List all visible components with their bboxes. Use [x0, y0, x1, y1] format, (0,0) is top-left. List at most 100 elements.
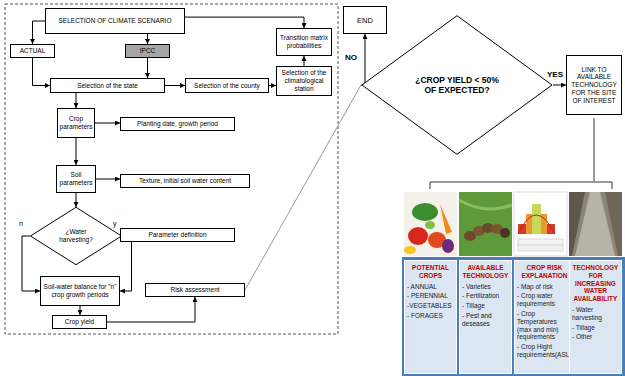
process-box: Selection of the climatological station [276, 66, 332, 96]
terminal-box: END [343, 6, 387, 34]
pea [425, 221, 435, 229]
flow-connector [76, 93, 77, 108]
list-item: - Crop Hight requirements(ASL) [517, 343, 572, 359]
node-text: Soil-water balance for "n" crop growth p… [43, 283, 117, 299]
process-box: Parameter definition [120, 228, 235, 242]
flow-connector [95, 123, 120, 124]
lettuce [412, 203, 438, 221]
process-box: Soil-water balance for "n" crop growth p… [40, 276, 120, 306]
list-item: - Water harvesting [572, 306, 619, 322]
caterpillar-picture [459, 192, 512, 256]
list-item: -VEGETABLES [407, 302, 454, 310]
caterpillar-head [500, 228, 510, 238]
list-item: - Fertilization [462, 292, 509, 300]
node-text: ¿Water harvesting? [56, 228, 96, 244]
flow-connector [245, 85, 361, 290]
node-text: Selection of the county [194, 82, 260, 90]
water-channel-picture [569, 192, 622, 256]
flow-connector [76, 138, 77, 165]
process-box: ACTUAL [10, 44, 55, 58]
list-item: - Tillage [462, 302, 509, 310]
list-item: - ANNUAL [407, 283, 454, 291]
list-item: - FORAGES [407, 312, 454, 320]
decision-diamond: ¿CROP YIELD < 50% OF EXPECTED? [361, 15, 553, 155]
flow-connector [120, 242, 132, 291]
flow-connector [33, 21, 46, 44]
risk-chart-picture [514, 192, 567, 256]
flow-connector [165, 85, 185, 86]
flow-connector [80, 306, 81, 315]
dashed-region [5, 4, 338, 334]
process-box: Crop parameters [57, 108, 95, 138]
channel-wall [569, 192, 585, 256]
process-box: Soil parameters [56, 165, 96, 193]
list-item: - Map of risk [517, 283, 572, 291]
leaf-vein [459, 200, 512, 209]
flow-connector [107, 297, 195, 322]
node-text: Crop parameters [60, 115, 93, 131]
technology-column: AVAILABLE TECHNOLOGY - Varieties- Fertili… [459, 260, 512, 374]
node-text: Parameter definition [148, 231, 206, 239]
bell-curve [518, 215, 555, 234]
list-item: - Varieties [462, 283, 509, 291]
process-box: Selection of the state [50, 78, 165, 93]
technology-column: POTENTIAL CROPS - ANNUAL- PERENNIAL -VEGET… [404, 260, 457, 374]
node-text: Risk assessment [170, 286, 219, 294]
leaf-ground [459, 192, 512, 256]
node-text: Selection of the state [77, 82, 138, 90]
process-box: Crop yield [52, 315, 107, 329]
flow-connector [304, 56, 305, 66]
flow-connector [33, 58, 51, 86]
picture-ground [514, 192, 567, 256]
bracket-line [430, 182, 612, 189]
node-text: Crop yield [65, 318, 94, 326]
process-box: Selection of the county [185, 78, 269, 93]
flow-connector [361, 34, 365, 85]
flow-connector [147, 34, 148, 44]
node-text: LINK TO AVAILABLE TECHNOLOGY FOR THE SIT… [570, 66, 618, 105]
flow-connector [22, 236, 40, 291]
node-text: Soil parameters [59, 171, 93, 187]
flow-connector [76, 193, 77, 207]
list-item: - Other [572, 333, 619, 341]
pepper [404, 246, 416, 254]
bracket-stem [594, 118, 595, 181]
list-item: - Crop Temperatures (max and min) requir… [517, 310, 572, 341]
technology-column: TECHNOLOGY FOR INCREASING WATER AVAILABI… [569, 260, 622, 374]
node-text: IPCC [140, 47, 156, 55]
chart-table [518, 239, 563, 251]
column-heading: POTENTIAL CROPS [407, 264, 454, 280]
column-heading: CROP RISK EXPLANATION [517, 264, 572, 280]
node-text: Transition matrix probabilities [279, 34, 329, 50]
node-text: Planting date, growth period [137, 120, 218, 128]
node-text: ACTUAL [20, 47, 46, 55]
process-box: Risk assessment [145, 283, 245, 297]
process-box: Transition matrix probabilities [276, 28, 332, 56]
process-box: Planting date, growth period [120, 117, 235, 131]
edge-label: y [112, 220, 118, 227]
flow-connector [553, 85, 566, 86]
list-item: - Pest and deseases [462, 312, 509, 328]
vegetables-picture [404, 192, 457, 256]
scenario-box: IPCC [125, 44, 170, 58]
table-rule [518, 245, 563, 246]
list-item: - PERENNIAL [407, 292, 454, 300]
flow-connector [269, 85, 276, 86]
chart-bar [532, 204, 541, 234]
list-item: - Tillage [572, 324, 619, 332]
channel-wall [605, 192, 622, 256]
technology-column: CROP RISK EXPLANATION- Map of risk- Crop… [514, 260, 575, 374]
decision-diamond: ¿Water harvesting? [30, 207, 122, 265]
list-item: - Crop water requirements [517, 292, 572, 308]
node-text: Selection of the climatological station [279, 69, 329, 92]
diamond-shape [362, 16, 552, 155]
diamond-shape [30, 207, 121, 264]
edge-label: NO [344, 54, 358, 62]
column-heading: AVAILABLE TECHNOLOGY [462, 264, 509, 280]
flow-connector [185, 17, 304, 28]
process-box: Texture, initial soil water content [120, 174, 250, 188]
edge-label: YES [546, 71, 564, 79]
carrot [440, 204, 452, 234]
picture-ground [569, 192, 622, 256]
